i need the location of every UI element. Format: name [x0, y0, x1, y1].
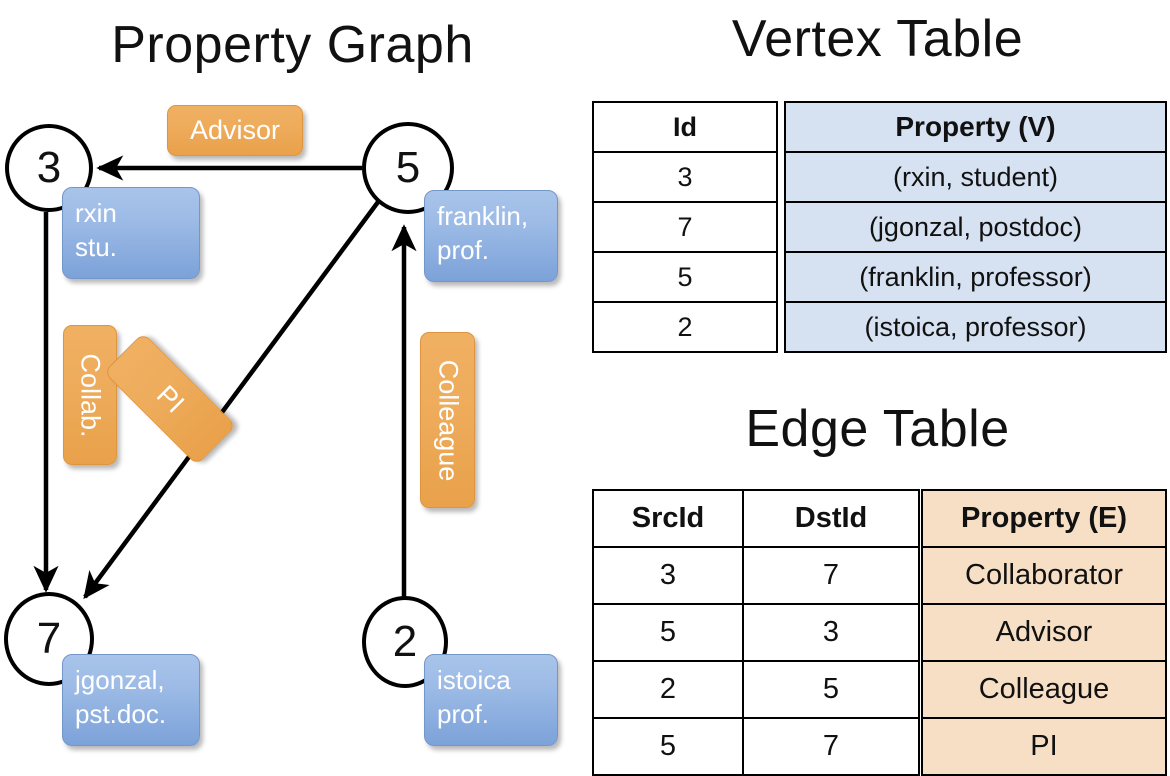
graph-node-2-label: 2: [392, 617, 418, 666]
edge-table-header-property: Property (E): [921, 489, 1167, 548]
edge-label-pi-text: PI: [150, 379, 190, 419]
vertex-property-cell: (istoica, professor): [784, 301, 1167, 353]
table-row: 7: [592, 201, 778, 253]
edge-label-collab-text: Collab.: [75, 352, 106, 438]
vertex-id-cell: 7: [592, 201, 778, 253]
node-property-callout-istoica: istoica prof.: [424, 654, 558, 746]
edge-property-cell: Colleague: [921, 660, 1167, 719]
edge-label-advisor: Advisor: [167, 105, 303, 156]
node-property-callout-jgonzal: jgonzal, pst.doc.: [62, 654, 200, 746]
edge-label-collab: Collab.: [63, 325, 117, 465]
table-header-row: Id: [592, 101, 778, 153]
vertex-id-cell: 3: [592, 151, 778, 203]
table-row: 5: [592, 251, 778, 303]
table-row: PI: [921, 717, 1167, 776]
page-title-property-graph: Property Graph: [111, 16, 474, 74]
table-row: 5 7: [592, 717, 920, 776]
vertex-id-cell: 5: [592, 251, 778, 303]
edge-srcid-cell: 5: [592, 717, 744, 776]
table-row: Collaborator: [921, 546, 1167, 605]
vertex-table-header-property: Property (V): [784, 101, 1167, 153]
table-header-row: Property (V): [784, 101, 1167, 153]
table-row: 2: [592, 301, 778, 353]
vertex-property-cell: (rxin, student): [784, 151, 1167, 203]
edge-srcid-cell: 3: [592, 546, 744, 605]
table-row: (rxin, student): [784, 151, 1167, 203]
edge-dstid-cell: 5: [742, 660, 920, 719]
edge-dstid-cell: 7: [742, 717, 920, 776]
vertex-table-id-column: Id 3 7 5 2: [592, 101, 778, 353]
table-row: (jgonzal, postdoc): [784, 201, 1167, 253]
edge-property-cell: PI: [921, 717, 1167, 776]
graph-node-5[interactable]: 5: [362, 122, 454, 214]
edge-table-header-srcid: SrcId: [592, 489, 744, 548]
graph-node-3-label: 3: [36, 143, 62, 192]
node-property-callout-rxin: rxin stu.: [62, 187, 200, 279]
vertex-table-header-id: Id: [592, 101, 778, 153]
edge-label-colleague: Colleague: [420, 332, 475, 508]
table-header-row: SrcId DstId: [592, 489, 920, 548]
page-title-vertex-table: Vertex Table: [731, 10, 1024, 68]
edge-table-header-dstid: DstId: [742, 489, 920, 548]
table-row: 3 7: [592, 546, 920, 605]
table-row: 5 3: [592, 603, 920, 662]
table-row: Advisor: [921, 603, 1167, 662]
edge-dstid-cell: 7: [742, 546, 920, 605]
edge-label-pi: PI: [103, 332, 237, 466]
property-graph-diagram: 3 5 7 2 rxin stu. franklin, prof. jgonza…: [0, 0, 585, 760]
graph-node-7-label: 7: [36, 614, 62, 663]
edge-srcid-cell: 5: [592, 603, 744, 662]
page-title-edge-table: Edge Table: [745, 400, 1010, 458]
edge-dstid-cell: 3: [742, 603, 920, 662]
edge-table-property-column: Property (E) Collaborator Advisor Collea…: [921, 489, 1167, 776]
graph-node-5-label: 5: [395, 143, 421, 192]
edge-label-advisor-text: Advisor: [189, 115, 281, 145]
table-row: (istoica, professor): [784, 301, 1167, 353]
table-row: Colleague: [921, 660, 1167, 719]
edge-property-cell: Collaborator: [921, 546, 1167, 605]
vertex-property-cell: (jgonzal, postdoc): [784, 201, 1167, 253]
edge-property-cell: Advisor: [921, 603, 1167, 662]
edge-table-src-dst-columns: SrcId DstId 3 7 5 3 2 5 5 7: [592, 489, 920, 776]
graph-node-2[interactable]: 2: [362, 596, 448, 688]
table-row: 2 5: [592, 660, 920, 719]
edge-label-colleague-text: Colleague: [433, 359, 463, 481]
table-row: 3: [592, 151, 778, 203]
vertex-id-cell: 2: [592, 301, 778, 353]
vertex-table-property-column: Property (V) (rxin, student) (jgonzal, p…: [784, 101, 1167, 353]
vertex-property-cell: (franklin, professor): [784, 251, 1167, 303]
edge-srcid-cell: 2: [592, 660, 744, 719]
node-property-callout-franklin: franklin, prof.: [424, 190, 558, 282]
table-header-row: Property (E): [921, 489, 1167, 548]
table-row: (franklin, professor): [784, 251, 1167, 303]
